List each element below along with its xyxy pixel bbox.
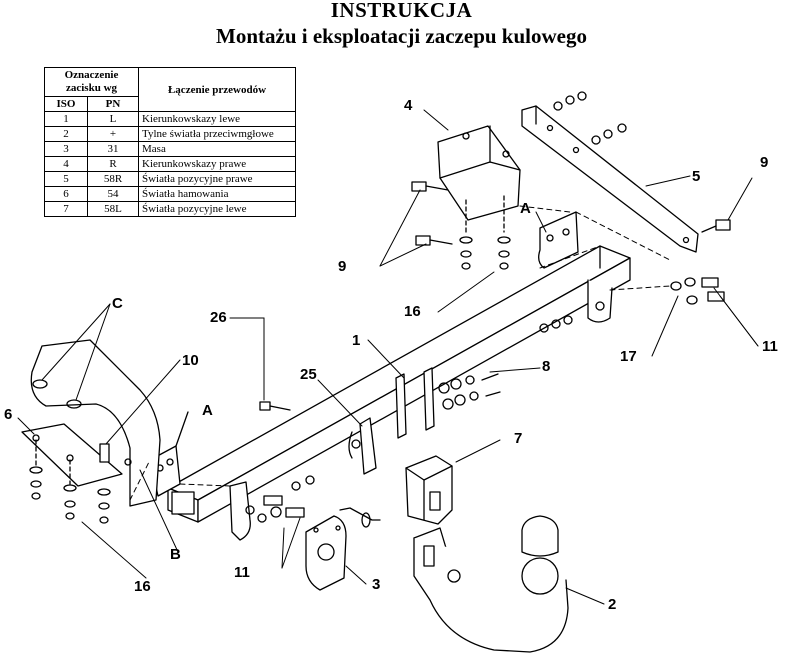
- callout-9-left: 9: [338, 258, 347, 275]
- table-cell-desc: Światła pozycyjne lewe: [138, 201, 296, 217]
- callout-11-left: 11: [234, 564, 250, 581]
- page-title: INSTRUKCJA: [330, 0, 473, 22]
- callout-6: 6: [4, 406, 13, 423]
- table-cell-desc: Masa: [138, 141, 296, 157]
- table-cell-desc: Kierunkowskazy prawe: [138, 156, 296, 172]
- callout-5: 5: [692, 168, 701, 185]
- callout-17: 17: [620, 348, 637, 365]
- callout-16-right: 16: [404, 303, 421, 320]
- long-bracket-5: [521, 91, 699, 253]
- callout-9-right: 9: [760, 154, 769, 171]
- table-row: 6 54 Światła hamowania: [44, 186, 296, 202]
- callout-c: C: [112, 295, 123, 312]
- page-subtitle: Montażu i eksploatacji zaczepu kulowego: [216, 24, 587, 48]
- table-row: 5 58R Światła pozycyjne prawe: [44, 171, 296, 187]
- bolt-set-11-right: [670, 277, 725, 305]
- table-cell-desc: Światła hamowania: [138, 186, 296, 202]
- callout-1: 1: [352, 332, 361, 349]
- bracket-c: [21, 339, 161, 524]
- table-row: 2 + Tylne światła przeciwmgłowe: [44, 126, 296, 142]
- wiring-table: Oznaczenie zacisku wg Łączenie przewodów…: [44, 67, 296, 217]
- callout-a-left: A: [202, 402, 213, 419]
- ball-mount-block-7: [405, 455, 453, 525]
- table-cell-pn: 58L: [87, 201, 139, 217]
- table-row: 1 L Kierunkowskazy lewe: [44, 111, 296, 127]
- callout-a-right: A: [520, 200, 531, 217]
- callout-25: 25: [300, 366, 317, 383]
- table-row: 7 58L Światła pozycyjne lewe: [44, 201, 296, 217]
- table-pn-header: PN: [87, 96, 139, 112]
- ball-arm-2: [413, 515, 569, 653]
- callout-b: B: [170, 546, 181, 563]
- bolt-set-8: [438, 315, 573, 410]
- callout-4: 4: [404, 97, 413, 114]
- table-row: 4 R Kierunkowskazy prawe: [44, 156, 296, 172]
- bolt-pair-9-left: [411, 181, 453, 246]
- bolt-26: [259, 401, 291, 411]
- assembly-dash-lines: [129, 205, 671, 501]
- callout-11-right: 11: [762, 338, 778, 355]
- callout-10: 10: [182, 352, 199, 369]
- socket-plate-3: [305, 507, 381, 591]
- callout-8: 8: [542, 358, 551, 375]
- table-desc-header: Łączenie przewodów: [138, 67, 296, 112]
- callout-3: 3: [372, 576, 381, 593]
- callout-26: 26: [210, 309, 227, 326]
- callout-7: 7: [514, 430, 523, 447]
- table-cell-desc: Kierunkowskazy lewe: [138, 111, 296, 127]
- callout-16-left: 16: [134, 578, 151, 595]
- callout-2: 2: [608, 596, 617, 613]
- callout-leaders: [17, 109, 759, 605]
- bolt-set-11-left: [245, 475, 315, 523]
- bracket-4: [437, 125, 521, 270]
- bolt-9-right: [701, 219, 731, 233]
- beam-bracket-right: [538, 211, 613, 323]
- table-row: 3 31 Masa: [44, 141, 296, 157]
